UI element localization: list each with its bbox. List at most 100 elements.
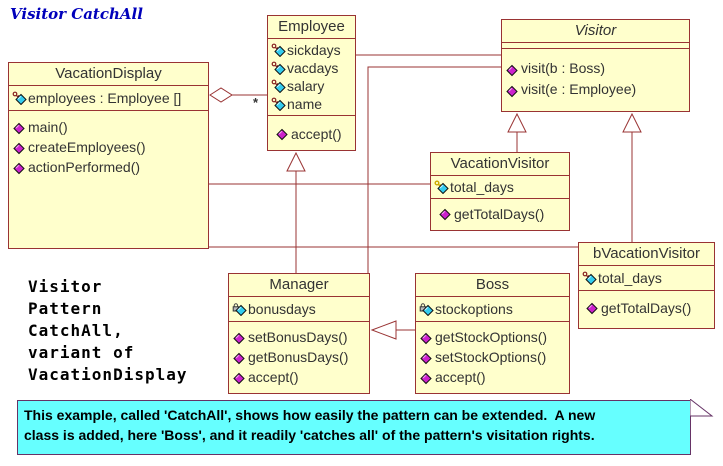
attributes-compartment: stockoptions [416,297,569,322]
methods-compartment: getTotalDays() [579,291,714,319]
class-box-boss: Boss stockoptions getStockOptions() setS… [415,273,570,394]
attribute-label: bonusdays [248,301,316,317]
inheritance-bvacationvisitor-visitor [622,112,642,242]
method-label: accept() [435,369,486,385]
class-name: VacationDisplay [9,63,208,86]
methods-compartment: main() createEmployees() actionPerformed… [9,111,208,179]
attribute-row: total_days [434,178,567,196]
attribute-key-icon [271,43,286,58]
method-row: getTotalDays() [438,205,567,223]
attributes-compartment: total_days [431,176,569,199]
class-box-visitor: Visitor visit(b : Boss) visit(e : Employ… [501,19,690,112]
method-icon [505,83,520,97]
attribute-label: employees : Employee [] [28,90,182,106]
method-icon [232,370,247,385]
method-label: visit(e : Employee) [521,81,637,97]
aggregation-vacationdisplay-employee [209,87,267,103]
method-row: accept() [275,125,353,143]
method-label: accept() [248,369,299,385]
caption-line: Visitor [28,277,103,296]
methods-compartment: setBonusDays() getBonusDays() accept() [229,322,369,389]
method-icon [12,160,27,175]
protected-attribute-lock-icon [232,302,247,317]
method-row: setBonusDays() [232,327,367,347]
note-line: class is added, here 'Boss', and it read… [24,427,595,443]
attribute-label: salary [287,78,325,94]
attribute-label: total_days [450,179,514,195]
note-line: This example, called 'CatchAll', shows h… [24,407,596,423]
attribute-key-icon [12,91,27,106]
method-row: accept() [419,367,567,387]
method-row: getTotalDays() [585,299,712,317]
methods-compartment: accept() [268,116,355,145]
method-icon [419,330,434,345]
class-box-vacationvisitor: VacationVisitor total_days getTotalDays(… [430,152,570,231]
method-row: visit(b : Boss) [505,58,687,79]
attribute-row: salary [271,77,353,95]
class-name: Employee [268,16,355,39]
attribute-row: name [271,95,353,113]
method-label: main() [28,119,68,135]
class-name: Boss [416,274,569,297]
attribute-row: employees : Employee [] [12,89,206,107]
method-row: accept() [232,367,367,387]
method-label: getBonusDays() [248,349,349,365]
method-row: actionPerformed() [12,157,206,177]
attribute-row: stockoptions [419,300,567,318]
attribute-key-icon [271,97,286,112]
attributes-compartment: bonusdays [229,297,369,322]
method-icon [438,207,453,221]
methods-compartment: getTotalDays() [431,199,569,225]
caption-line: variant of [28,343,135,362]
attribute-key-icon [271,61,286,76]
method-row: getStockOptions() [419,327,567,347]
protected-attribute-lock-icon [419,302,434,317]
method-icon [12,120,27,135]
attribute-key-icon [271,79,286,94]
class-box-bvacationvisitor: bVacationVisitor total_days getTotalDays… [578,242,715,329]
attribute-label: sickdays [287,42,341,58]
attribute-key-icon [582,271,597,286]
caption-line: Pattern [28,299,103,318]
inheritance-boss-manager [370,320,415,340]
inheritance-manager-employee [286,151,306,273]
class-name: VacationVisitor [431,153,569,176]
caption-line: VacationDisplay [28,365,188,384]
method-row: setStockOptions() [419,347,567,367]
class-box-vacationdisplay: VacationDisplay employees : Employee [] … [8,62,209,249]
attribute-row: vacdays [271,59,353,77]
method-row: getBonusDays() [232,347,367,367]
association-manager-visitor [367,66,501,273]
method-label: accept() [291,126,342,142]
attribute-label: stockoptions [435,301,513,317]
attribute-label: name [287,96,323,112]
method-row: main() [12,117,206,137]
method-label: getStockOptions() [435,329,548,345]
inheritance-vacationvisitor-visitor [507,112,527,152]
caption-line: CatchAll, [28,321,124,340]
method-icon [232,350,247,365]
diagram-title: Visitor CatchAll [10,5,143,23]
attribute-row: sickdays [271,41,353,59]
methods-compartment: visit(b : Boss) visit(e : Employee) [502,49,689,102]
class-name: Manager [229,274,369,297]
note-fold-corner-icon [690,399,714,417]
attributes-compartment: employees : Employee [] [9,86,208,111]
method-label: getTotalDays() [601,300,692,316]
class-box-manager: Manager bonusdays setBonusDays() getBonu… [228,273,370,394]
method-row: visit(e : Employee) [505,79,687,100]
method-label: actionPerformed() [28,159,141,175]
attribute-label: total_days [598,270,662,286]
method-icon [505,62,520,76]
methods-compartment: getStockOptions() setStockOptions() acce… [416,322,569,389]
multiplicity-label: * [253,95,259,110]
method-icon [12,140,27,155]
method-label: getTotalDays() [454,206,545,222]
method-label: setBonusDays() [248,329,348,345]
class-name: Visitor [502,20,689,43]
attributes-compartment: total_days [579,266,714,291]
attributes-compartment: sickdays vacdays salary name [268,39,355,116]
method-row: createEmployees() [12,137,206,157]
